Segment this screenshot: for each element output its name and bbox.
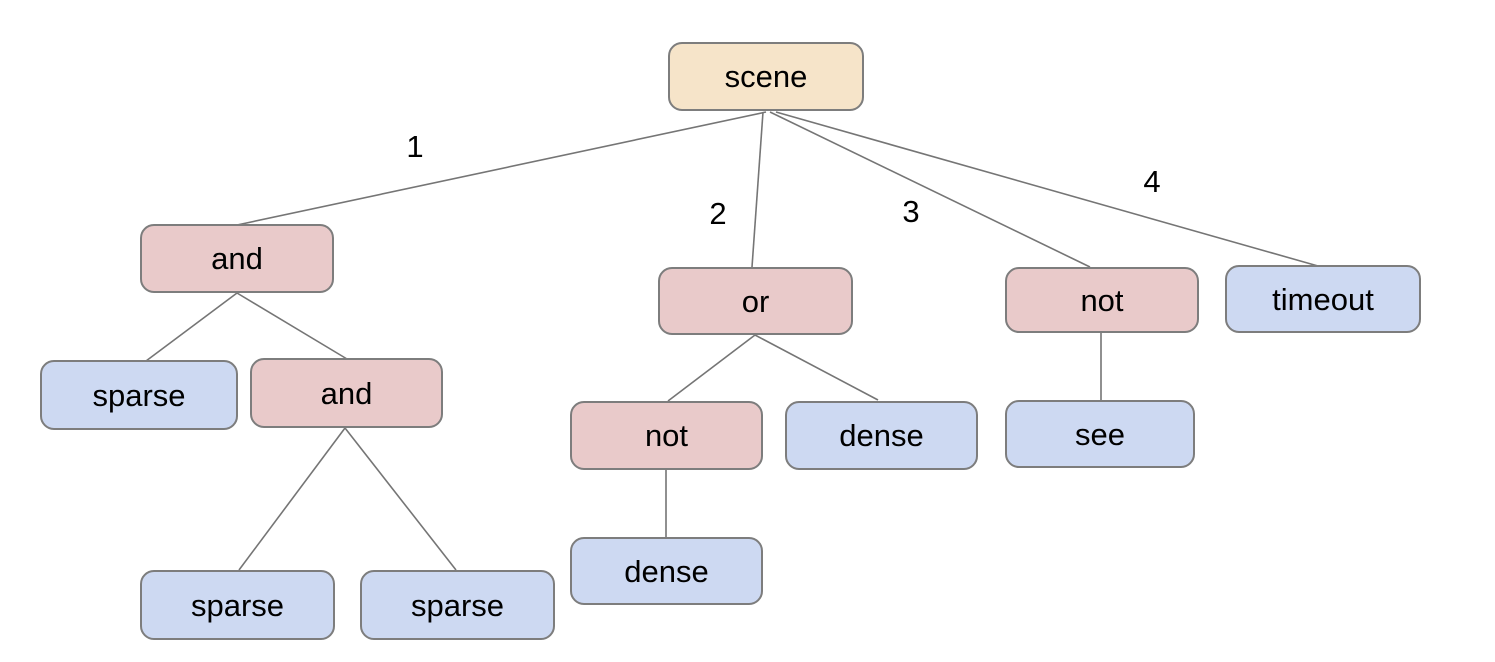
tree-node-not: not (1005, 267, 1199, 333)
tree-node-sparse-1: sparse (40, 360, 238, 430)
tree-node-sparse-3: sparse (360, 570, 555, 640)
edge-and2-sparse-right (344, 427, 457, 571)
edge-scene-timeout (775, 111, 1319, 267)
tree-node-and-inner: and (250, 358, 443, 428)
tree-node-timeout: timeout (1225, 265, 1421, 333)
tree-node-not-inner: not (570, 401, 763, 470)
edge-or-not (667, 334, 756, 402)
tree-node-see: see (1005, 400, 1195, 468)
edge-and-and (236, 292, 348, 360)
tree-node-dense-1: dense (785, 401, 978, 470)
edge-or-dense (754, 334, 879, 401)
edge-and2-sparse-left (238, 427, 346, 571)
tree-node-dense-2: dense (570, 537, 763, 605)
tree-node-sparse-2: sparse (140, 570, 335, 640)
edge-scene-or (751, 111, 764, 268)
edge-label-2: 2 (709, 196, 727, 231)
edge-scene-and (236, 111, 767, 226)
tree-node-and: and (140, 224, 334, 293)
edge-label-4: 4 (1143, 164, 1161, 199)
edge-label-3: 3 (902, 194, 920, 229)
tree-node-scene: scene (668, 42, 864, 111)
edge-and-sparse (145, 292, 238, 362)
edge-label-1: 1 (406, 129, 424, 164)
tree-node-or: or (658, 267, 853, 335)
edge-scene-not (769, 111, 1091, 268)
